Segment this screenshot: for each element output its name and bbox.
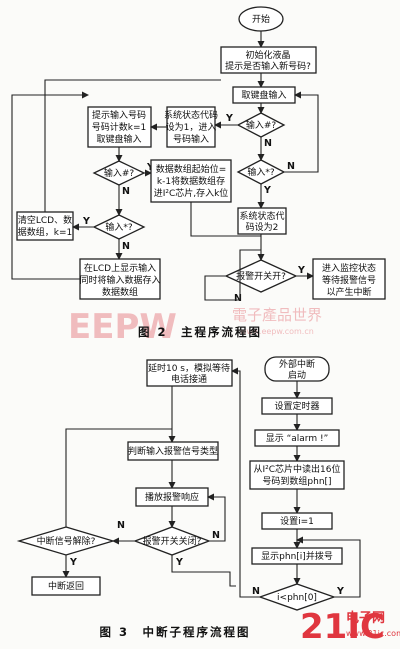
- yes-label: Y: [82, 216, 90, 227]
- i-lt-label: i<phn[0]: [277, 593, 317, 603]
- figure-2-main-flowchart: 开始 初始化液晶 提示是否输入新号码? 取键盘输入 输入#? Y N 输入*? …: [11, 6, 386, 347]
- input-hash-label: 输入#?: [246, 119, 277, 131]
- input-star2-label: 输入*?: [105, 221, 133, 233]
- status2-line1: 系统状态代: [239, 210, 284, 222]
- connector: [284, 91, 319, 173]
- monitor-line1: 进入监控状态: [322, 262, 376, 274]
- monitor-line3: 以产生中断: [326, 286, 371, 298]
- yes-label: Y: [297, 265, 305, 276]
- yes-label: Y: [175, 557, 183, 568]
- no-label: N: [234, 293, 242, 304]
- delay-line1: 延时10 s，模拟等待: [148, 362, 230, 374]
- i-less-than-decision: [258, 583, 336, 611]
- connector: [65, 428, 172, 527]
- status1-line1: 系统状态代码: [164, 109, 218, 121]
- show-phn-label: 显示phn[i]并拨号: [261, 550, 333, 562]
- site-watermark-url: www.21ic.com: [346, 629, 400, 638]
- n-label: N: [117, 520, 125, 531]
- monitor-line2: 等待报警信号: [322, 274, 376, 286]
- no-label: N: [122, 186, 130, 197]
- figure-3-interrupt-flowchart: 外部中断 启动 设置定时器 显示 “alarm !” 从I²C芯片中读出16位 …: [16, 356, 400, 647]
- delay-box: [146, 359, 233, 387]
- alarm-switch-decision: [224, 259, 298, 293]
- no-label: N: [122, 241, 130, 252]
- start-label: 开始: [252, 13, 270, 25]
- status1-line3: 号码输入: [173, 133, 209, 145]
- lcd-show-line1: 在LCD上显示输入: [84, 262, 156, 274]
- play-label: 播放报警响应: [145, 491, 199, 503]
- input-hash2-label: 输入#?: [104, 167, 135, 179]
- read-chip-line1: 从I²C芯片中读出16位: [254, 463, 341, 475]
- connector: [204, 249, 261, 301]
- init-line2: 提示是否输入新号码?: [225, 60, 311, 72]
- delay-line2: 电话接通: [171, 373, 207, 385]
- yes-label: Y: [225, 113, 233, 124]
- return-label: 中断返回: [48, 580, 84, 592]
- eepw-watermark: EEPW: [68, 307, 177, 347]
- clear-lcd-box: [16, 211, 74, 241]
- site-watermark-cn: 电子网: [346, 610, 385, 626]
- connector: [207, 493, 226, 542]
- connector: [171, 555, 236, 587]
- status1-line2: 设为1，进入: [166, 121, 217, 133]
- monitor-state-box: [312, 258, 386, 300]
- no-label: N: [212, 530, 220, 541]
- input-star-label: 输入*?: [247, 166, 275, 178]
- prompt-line2: 号码计数k=1: [92, 121, 146, 133]
- lcd-show-box: [79, 258, 161, 300]
- yes-label: Y: [146, 162, 154, 173]
- set-timer-label: 设置定时器: [274, 400, 319, 412]
- eepw-watermark-url: www.eepw.com.cn: [240, 327, 314, 336]
- store-data-box: [150, 159, 232, 203]
- cleared-label: 中断信号解除?: [37, 535, 96, 547]
- prompt-line1: 提示输入号码: [92, 109, 146, 121]
- read-key-label: 取键盘输入: [241, 89, 286, 101]
- clear-line1: 清空LCD、数: [18, 214, 72, 226]
- connector: [11, 91, 89, 280]
- connector: [296, 536, 361, 598]
- alarm-switch-label: 报警开关开?: [236, 270, 286, 282]
- no-label: N: [252, 586, 260, 597]
- connector: [190, 202, 261, 237]
- prompt-line3: 取键盘输入: [96, 133, 141, 145]
- status-code-2-box: [237, 207, 287, 235]
- eepw-watermark-cn: 電子產品世界: [232, 306, 322, 324]
- lcd-show-line2: 同时将输入数据存入: [79, 274, 160, 286]
- show-alarm-label: 显示 “alarm !”: [266, 433, 329, 444]
- switch-off-label: 报警开关关闭?: [143, 535, 202, 547]
- ext-int-line2: 启动: [288, 369, 306, 381]
- status2-line2: 码设为2: [246, 221, 279, 233]
- store-line2: k-1将数据数组存: [157, 175, 225, 187]
- store-line1: 数据数组起始位=: [156, 163, 227, 175]
- clear-line2: 据数组，k=1: [18, 226, 72, 238]
- read-chip-line2: 号码到数组phn[]: [262, 475, 331, 487]
- init-lcd-box: [220, 46, 317, 74]
- init-line1: 初始化液晶: [245, 49, 290, 61]
- judge-label: 判断输入报警信号类型: [128, 445, 218, 457]
- figure-3-caption: 图 3 中断子程序流程图: [99, 625, 250, 639]
- set-i-label: 设置i=1: [280, 516, 314, 527]
- yes-label: Y: [263, 185, 271, 196]
- ext-int-line1: 外部中断: [279, 358, 315, 370]
- yes-label: Y: [69, 557, 77, 568]
- no-label: N: [264, 138, 272, 149]
- no-label: N: [287, 161, 295, 172]
- store-line3: 进I²C芯片,存入k位: [154, 187, 229, 199]
- connector: [231, 367, 260, 598]
- judge-signal-box: [127, 441, 219, 461]
- lcd-show-line3: 数据数组: [102, 286, 138, 298]
- site-watermark: 21IC: [300, 607, 385, 647]
- figure-2-caption: 图 2 主程序流程图: [138, 325, 262, 339]
- connector: [44, 79, 221, 212]
- yes-label: Y: [336, 586, 344, 597]
- interrupt-return-box: [31, 576, 101, 596]
